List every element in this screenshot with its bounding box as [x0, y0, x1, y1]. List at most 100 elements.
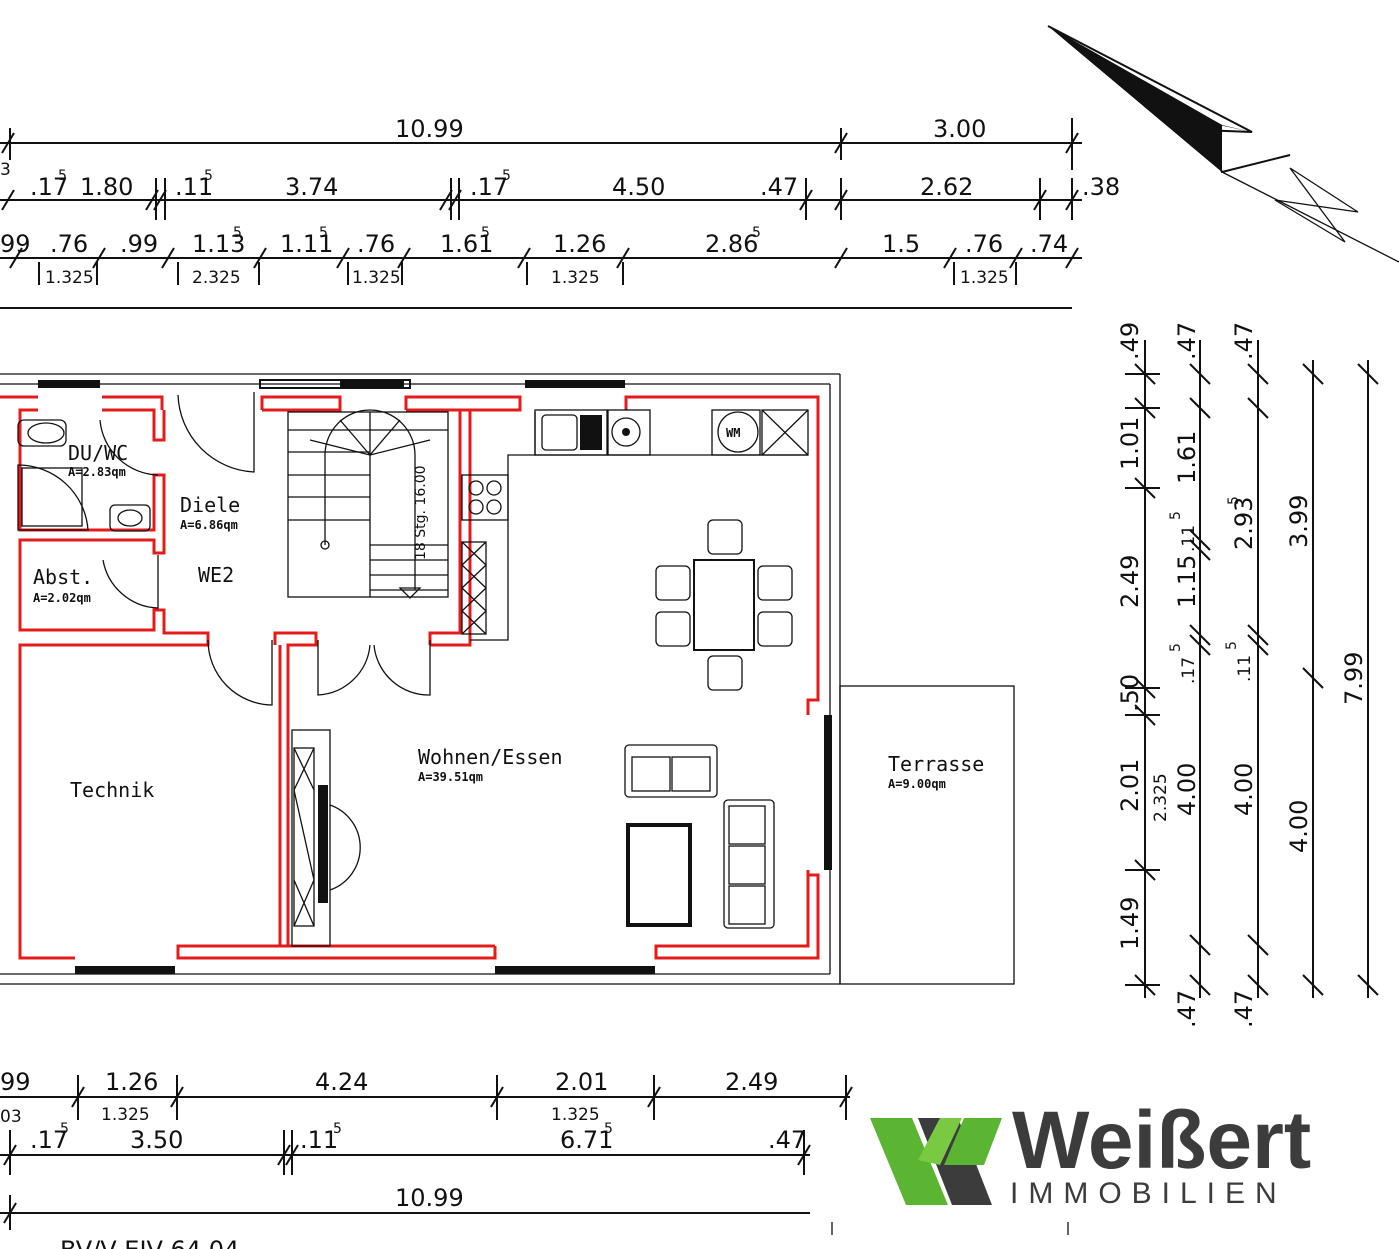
- dim-text: .76: [50, 230, 88, 258]
- dim-text: .11: [300, 1126, 338, 1154]
- room-labels: DU/WC A=2.83qm Diele A=6.86qm WE2 Abst. …: [33, 441, 984, 802]
- dim-text: 1.325: [551, 1105, 600, 1125]
- dim-text: BV/V EIV 64.04: [60, 1236, 239, 1249]
- interior-walls: [0, 395, 820, 960]
- doors: [99, 392, 431, 706]
- dim-text: 1.01: [1116, 417, 1144, 470]
- dim-text: 5: [233, 225, 242, 241]
- dim-text: 10.99: [395, 1184, 464, 1212]
- dim-text: 1.325: [101, 1105, 150, 1125]
- top-dimensions: 10.99 3.00 3 .17 5 1.80 .11 5 3.74 .17 5…: [0, 115, 1120, 309]
- bathroom-fixtures: [17, 419, 151, 532]
- dim-text: 5: [481, 225, 490, 241]
- dim-text: .11: [1179, 525, 1199, 552]
- dim-text: 4.00: [1285, 800, 1313, 853]
- dim-text: 99: [0, 1068, 31, 1096]
- dim-text: 3.50: [130, 1126, 183, 1154]
- staircase: 18 Stg. 16.00: [287, 409, 449, 599]
- dim-text: 5: [1224, 641, 1240, 650]
- dim-text: 2.325: [1151, 773, 1171, 822]
- dim-text: .47: [1173, 990, 1201, 1028]
- room-name: Terrasse: [888, 752, 984, 776]
- coffee-table: [626, 823, 692, 927]
- tv-cabinet: [291, 729, 361, 947]
- dim-text: 4.00: [1173, 763, 1201, 816]
- company-logo: Weißert IMMOBILIEN: [831, 1095, 1311, 1235]
- dim-text: 5: [60, 1121, 69, 1137]
- dim-text: 10.99: [395, 115, 464, 143]
- room-area: A=9.00qm: [888, 777, 946, 791]
- dim-text: .74: [1030, 230, 1068, 258]
- building-outline: [0, 373, 841, 985]
- dim-text: .99: [120, 230, 158, 258]
- stair-label: 18 Stg. 16.00: [413, 465, 429, 560]
- dim-text: .17: [1179, 657, 1199, 684]
- dim-text: .11: [175, 173, 213, 201]
- dim-text: 1.325: [45, 268, 94, 288]
- room-area: A=2.83qm: [68, 465, 126, 479]
- dim-text: 5: [502, 168, 511, 184]
- dining-table: [655, 519, 793, 691]
- room-area: A=6.86qm: [180, 518, 238, 532]
- dim-text: 4.00: [1230, 763, 1258, 816]
- dim-text: 3: [0, 160, 11, 180]
- dim-text: 3.99: [1285, 495, 1313, 548]
- dim-text: 2.86: [705, 230, 758, 258]
- dim-text: .47: [1230, 990, 1258, 1028]
- dim-text: 2.49: [1116, 555, 1144, 608]
- logo-name: Weißert: [1012, 1095, 1311, 1186]
- room-name: WE2: [198, 563, 234, 587]
- washing-machine-label: WM: [726, 426, 740, 440]
- dim-text: .38: [1082, 173, 1120, 201]
- dim-text: 5: [58, 168, 67, 184]
- dim-text: 1.325: [551, 268, 600, 288]
- dim-text: 5: [604, 1121, 613, 1137]
- room-name: Abst.: [33, 565, 93, 589]
- room-area: A=39.51qm: [418, 770, 483, 784]
- bottom-dimensions: 99 1.26 4.24 2.01 2.49 1.325 1.325 03 .1…: [0, 1068, 853, 1249]
- dim-text: 2.325: [192, 268, 241, 288]
- dim-text: 99: [0, 230, 31, 258]
- dim-text: 1.61: [440, 230, 493, 258]
- dim-text: 1.13: [192, 230, 245, 258]
- dim-text: 1.325: [352, 268, 401, 288]
- dim-text: 2.62: [920, 173, 973, 201]
- dim-text: 5: [319, 225, 328, 241]
- logo-subtitle: IMMOBILIEN: [1010, 1177, 1287, 1210]
- dim-text: 1.26: [105, 1068, 158, 1096]
- dim-text: 5: [1168, 511, 1184, 520]
- dim-text: .47: [1173, 322, 1201, 360]
- room-name: Wohnen/Essen: [418, 745, 563, 769]
- room-name: Diele: [180, 493, 240, 517]
- dim-text: 1.26: [553, 230, 606, 258]
- dim-text: .76: [357, 230, 395, 258]
- sofa: [624, 744, 775, 929]
- dim-text: .49: [1116, 322, 1144, 360]
- dim-text: 3.00: [933, 115, 986, 143]
- dim-text: .47: [760, 173, 798, 201]
- dim-text: 3.74: [285, 173, 338, 201]
- dim-text: 5: [204, 168, 213, 184]
- dim-text: .76: [965, 230, 1003, 258]
- dim-text: .17: [30, 173, 68, 201]
- dim-text: 1.325: [960, 268, 1009, 288]
- dim-text: .11: [1235, 655, 1255, 682]
- dim-text: 2.93: [1230, 497, 1258, 550]
- dim-text: 6.71: [560, 1126, 613, 1154]
- dim-text: 7.99: [1340, 652, 1368, 705]
- dim-text: 5: [333, 1121, 342, 1137]
- dim-text: 1.80: [80, 173, 133, 201]
- dim-text: 1.15: [1173, 555, 1201, 608]
- dim-text: 1.49: [1116, 897, 1144, 950]
- terrace: [839, 685, 1015, 985]
- dim-text: 5: [1226, 496, 1242, 505]
- dim-text: 2.49: [725, 1068, 778, 1096]
- right-dimensions: .49 1.01 2.49 .50 2.01 1.49 .47 1.61 .11…: [1116, 322, 1379, 1028]
- dim-text: 1.61: [1173, 431, 1201, 484]
- dim-text: .47: [768, 1126, 806, 1154]
- dim-text: 4.24: [315, 1068, 368, 1096]
- dim-text: 5: [752, 225, 761, 241]
- dim-text: .17: [30, 1126, 68, 1154]
- room-area: A=2.02qm: [33, 591, 91, 605]
